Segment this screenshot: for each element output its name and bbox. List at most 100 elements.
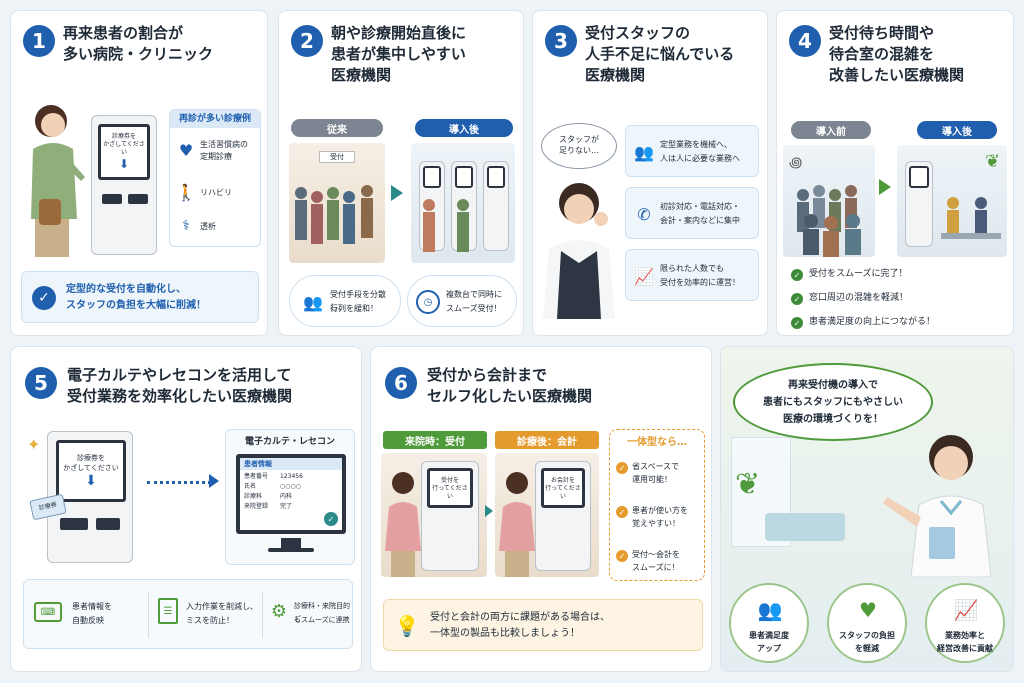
row-value: 内科 <box>280 493 293 500</box>
gear-icon: ⚙ <box>270 600 288 622</box>
people-icon: 👥 <box>634 142 654 162</box>
kiosk-text: 受付を <box>440 477 459 484</box>
check-icon: ✓ <box>616 550 628 562</box>
check-text: 受付をスムーズに完了！ <box>809 269 908 279</box>
card-title-line: 患者が集中しやすい <box>331 45 466 63</box>
feature-efficiency: 📈 業務効率と 経営改善に貢献 <box>925 583 1005 663</box>
plant-icon: ❦ <box>985 151 1001 172</box>
row-key: 来院登録 <box>244 503 269 510</box>
check-circle-icon: ✓ <box>324 512 338 526</box>
info-row: 来院登録 完了 <box>244 502 338 512</box>
card-title: 受付スタッフの 人手不足に悩んでいる 医療機関 <box>585 23 734 86</box>
feature-text: を軽減 <box>855 644 879 653</box>
feature-text: 診療科・来院目的ご <box>294 602 350 623</box>
card-title-line: 多い病院・クリニック <box>63 45 214 63</box>
feature-strip: ⌨ 患者情報を 自動反映 ☰ 入力作業を削減し、 ミスを防止！ ⚙ 診療科・来院… <box>23 579 353 649</box>
kiosk-screen <box>455 166 473 188</box>
monitor-stand <box>281 538 301 548</box>
feature-text: 経営改善に貢献 <box>937 644 993 653</box>
benefit-box-3: 📈 限られた人数でも 受付を効率的に運営！ <box>625 249 759 301</box>
svg-text:꩜: ꩜ <box>789 155 802 171</box>
note-text: スタッフの負担を大幅に削減！ <box>66 300 206 311</box>
seated-patients <box>941 197 1001 239</box>
example-item: 定期診療 <box>200 152 232 161</box>
bubble-text: スタッフが <box>559 135 599 144</box>
calm-waiting-room-scene: ❦ <box>897 145 1007 257</box>
staff-woman-illustration <box>543 183 615 319</box>
arrow-right-icon <box>391 185 403 201</box>
after-tag: 導入後 <box>415 119 513 137</box>
check-text: 患者満足度の向上につながる！ <box>809 317 936 327</box>
walking-person-icon: 🚶 <box>176 182 196 202</box>
crowded-waiting-room-scene: ꩜ <box>783 145 875 257</box>
card-title-line: セルフ化したい医療機関 <box>427 387 593 405</box>
side-text: 覚えやすい！ <box>632 519 680 528</box>
row-key: 診療科 <box>244 493 263 500</box>
feature-simultaneous: ◷ 複数台で同時に スムーズ受付！ <box>407 275 517 327</box>
benefit-note: ✓ 定型的な受付を自動化し、 スタッフの負担を大幅に削減！ <box>21 271 259 323</box>
card-title: 受付から会計まで セルフ化したい医療機関 <box>427 365 592 407</box>
side-text: 受付～会計を <box>632 550 680 559</box>
card-title-line: 再来患者の割合が <box>63 24 184 42</box>
feature-text: スムーズ受付！ <box>446 304 502 313</box>
down-arrow-icon: ⬇ <box>118 157 130 171</box>
lightbulb-icon: 💡 <box>394 614 420 638</box>
check-icon: ✓ <box>616 462 628 474</box>
feature-text: 受付手段を分散し、 <box>330 290 386 312</box>
card-7: ❦ 再来受付機の導入で 患者にもスタッフにもやさしい 医療の環境づくりを！ 👥 … <box>720 346 1014 672</box>
arrow-right-icon <box>485 505 493 517</box>
feature-text: もスムーズに連携 <box>294 616 350 624</box>
card-title-line: 電子カルテやレセコンを活用して <box>67 366 292 384</box>
side-text: 運用可能！ <box>632 475 672 484</box>
feature-text: スタッフの負担 <box>839 631 895 640</box>
crowd: ꩜ <box>789 155 861 257</box>
info-row: 診療科 内科 <box>244 492 338 502</box>
people-icon: 👥 <box>757 598 783 622</box>
thought-bubble: スタッフが 足りない… <box>541 123 617 169</box>
keyboard-icon: ⌨ <box>34 602 62 622</box>
feature-text: ミスを防止！ <box>186 616 234 625</box>
checkout-scene: お会計を 行ってください <box>495 453 599 577</box>
feature-text: 行列を緩和！ <box>330 304 378 313</box>
divider <box>148 592 149 638</box>
benefit-text: 初診対応・電話対応・ <box>660 202 740 211</box>
patient-woman <box>385 472 421 577</box>
after-tag: 導入後 <box>917 121 997 139</box>
reception-scene: 受付を 行ってください <box>381 453 487 577</box>
feature-text: 患者満足度 <box>749 631 789 640</box>
arrow-head-icon <box>209 474 219 488</box>
card-title-line: 医療機関 <box>585 66 646 84</box>
divider <box>262 592 263 638</box>
card-5: 5 電子カルテやレセコンを活用して 受付業務を効率化したい医療機関 ✦ 診療券を… <box>10 346 362 672</box>
checkout-tag: 診療後：会計 <box>495 431 599 449</box>
card-title: 受付待ち時間や 待合室の混雑を 改善したい医療機関 <box>829 23 964 86</box>
clock-icon: ◷ <box>416 290 440 314</box>
reception-kiosk <box>905 161 933 247</box>
bar-chart-up-icon: 📈 <box>634 266 654 286</box>
before-tag: 導入前 <box>791 121 871 139</box>
row-value: 完了 <box>280 503 293 510</box>
before-tag: 従来 <box>291 119 383 137</box>
benefit-text: 人は人に必要な業務へ <box>660 154 740 163</box>
card-title: 朝や診療開始直後に 患者が集中しやすい 医療機関 <box>331 23 466 86</box>
doctor-illustration <box>883 435 992 577</box>
clipboard-list-icon: ☰ <box>158 598 178 624</box>
queue-people <box>295 185 373 244</box>
row-value: ○○○○ <box>280 483 301 490</box>
kiosk-text: 診療券を <box>77 454 105 462</box>
check-circle-icon: ✓ <box>32 286 56 310</box>
card-title-line: 受付業務を効率化したい医療機関 <box>67 387 293 405</box>
kiosk-text: 行ってください <box>432 485 468 500</box>
dotted-arrow <box>147 481 211 484</box>
bubble-text: 医療の環境づくりを！ <box>783 414 883 425</box>
revisit-examples-panel: 再診が多い診療例 ♥ 生活習慣病の 定期診療 🚶 リハビリ ⚕ 透析 <box>169 109 261 247</box>
sparkle-icon: ✦ <box>27 435 41 454</box>
bubble-text: 患者にもスタッフにもやさしい <box>763 397 903 408</box>
kiosk-screen: 診療券を かざしてください ⬇ <box>56 440 126 502</box>
reception-kiosk <box>483 161 509 251</box>
card-number: 3 <box>545 25 577 57</box>
kiosk-text: 行ってください <box>545 485 581 500</box>
reception-kiosk: 受付を 行ってください <box>421 461 479 571</box>
